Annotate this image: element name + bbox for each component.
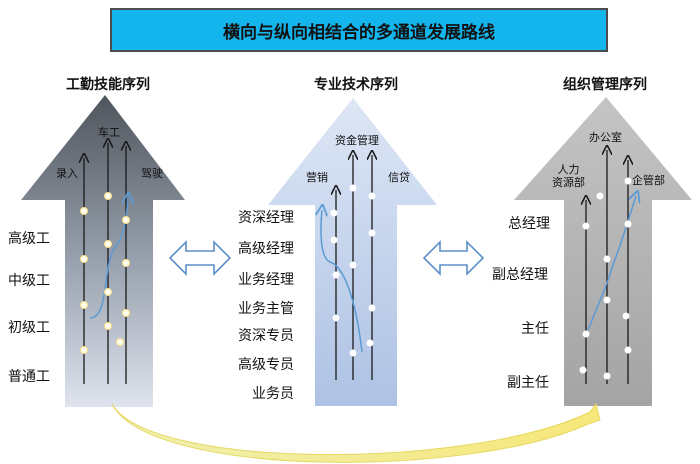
middle-channel-label-3: 信贷 [388,171,410,184]
node-dot [624,177,632,185]
right-transfer-curve [587,196,636,331]
middle-level-1: 资深经理 [238,210,294,226]
left-level-3: 初级工 [8,320,50,336]
node-dot [80,301,88,309]
node-dot [122,259,130,267]
middle-level-5: 资深专员 [238,328,294,344]
node-dot [104,322,112,330]
middle-sequence-title: 专业技术序列 [314,77,398,93]
node-dot [104,288,112,296]
node-dot [116,338,124,346]
middle-channel-label-1: 营销 [306,171,328,184]
node-dot [368,192,376,200]
node-dot [603,296,611,304]
node-dot [122,216,130,224]
left-level-1: 高级工 [8,231,50,247]
right-channel-label-1: 人力 资源部 [552,163,585,189]
middle-level-3: 业务经理 [238,272,294,288]
node-dots [80,177,632,380]
node-dot [582,222,590,230]
node-dot [603,372,611,380]
right-channel-label-2: 办公室 [589,131,622,144]
node-dot [368,304,376,312]
node-dot [349,261,357,269]
right-level-4: 副主任 [507,375,549,391]
node-dot [366,339,374,347]
left-channel-label-1: 录入 [56,167,78,180]
right-sequence-title: 组织管理序列 [563,77,647,93]
node-dot [80,207,88,215]
double-arrow-right [422,240,485,276]
arrow-right [514,97,692,406]
middle-channel-label-2: 资金管理 [335,134,379,147]
node-dot [330,236,338,244]
left-level-2: 中级工 [8,273,50,289]
node-dot [349,349,357,357]
node-dot [368,229,376,237]
right-channel-label-1-line-1: 人力 [557,163,580,176]
middle-level-2: 高级经理 [238,241,294,257]
bottom-transfer-arrow [111,402,601,463]
node-dot [104,192,112,200]
node-dot [624,346,632,354]
node-dot [582,330,590,338]
middle-level-6: 高级专员 [238,357,294,373]
left-level-4: 普通工 [8,369,50,385]
node-dot [330,209,338,217]
diagram-title: 横向与纵向相结合的多通道发展路线 [110,8,608,52]
left-channel-label-3: 驾驶 [141,167,163,180]
node-dot [104,240,112,248]
middle-transfer-curve [321,210,363,353]
node-dot [332,271,340,279]
left-channel-label-2: 车工 [98,126,120,139]
middle-level-7: 业务员 [252,386,294,402]
right-channel-label-1-line-2: 资源部 [552,176,585,189]
node-dot [596,192,604,200]
right-channel-label-3: 企管部 [632,174,665,187]
middle-level-4: 业务主管 [238,301,294,317]
node-dot [80,346,88,354]
right-level-2: 副总经理 [492,267,548,283]
right-level-1: 总经理 [508,216,550,232]
node-dot [122,309,130,317]
node-dot [622,312,630,320]
right-level-3: 主任 [521,321,549,337]
node-dot [80,255,88,263]
arrow-left [21,95,185,407]
node-dot [332,314,340,322]
node-dot [603,255,611,263]
node-dot [579,366,587,374]
double-arrow-left [168,240,232,276]
left-sequence-title: 工勤技能序列 [66,77,150,93]
node-dot [349,184,357,192]
node-dot [624,220,632,228]
